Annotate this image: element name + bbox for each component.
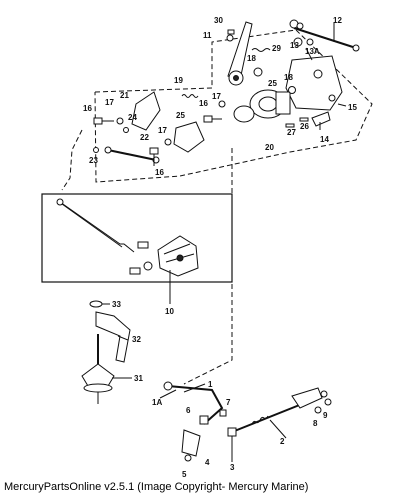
part-17-washer-a — [116, 117, 124, 125]
callout-17a: 17 — [105, 98, 114, 107]
part-30-screw — [227, 29, 235, 35]
part-16-bolt-b — [149, 147, 159, 166]
callout-23: 23 — [89, 156, 98, 165]
arrow-1a-top — [305, 47, 313, 61]
inset-box-part-10 — [41, 193, 233, 283]
part-19-spring — [181, 94, 199, 98]
part-26-pin — [299, 117, 309, 122]
callout-7: 7 — [226, 398, 231, 407]
leader-lines — [102, 22, 347, 462]
part-14-lever — [311, 111, 331, 127]
part-32-bracket — [95, 311, 131, 363]
part-9-washer — [324, 398, 332, 406]
callout-16c: 16 — [199, 99, 208, 108]
part-23-clip — [93, 147, 99, 153]
part-18-washer-b — [288, 86, 296, 94]
callout-29: 29 — [272, 44, 281, 53]
part-29-spring — [251, 48, 271, 52]
part-16-bolt-a — [93, 117, 114, 125]
callout-17b: 17 — [158, 126, 167, 135]
callout-26: 26 — [300, 122, 309, 131]
callout-20: 20 — [265, 143, 274, 152]
callout-16b: 16 — [155, 168, 164, 177]
part-17-washer-c — [218, 100, 226, 108]
part-21-left-lever — [131, 91, 161, 131]
part-15-bracket-plate — [285, 55, 343, 111]
callout-8: 8 — [313, 419, 318, 428]
part-24-washer — [123, 127, 129, 133]
callout-14: 14 — [320, 135, 329, 144]
callout-11: 11 — [203, 31, 212, 40]
arrow-1a-bottom — [159, 389, 177, 399]
callout-33: 33 — [112, 300, 121, 309]
dashed-leader-upper-to-linkage — [183, 148, 233, 385]
part-1-throttle-rod — [163, 381, 224, 425]
callout-15: 15 — [348, 103, 357, 112]
callout-13: 13 — [290, 41, 299, 50]
dashed-leader-upper-to-inset — [61, 129, 83, 191]
callout-18a: 18 — [247, 54, 256, 63]
part-27-pin — [285, 123, 295, 128]
part-31-diaphragm — [81, 334, 115, 404]
callout-21: 21 — [120, 91, 129, 100]
callout-24: 24 — [128, 113, 137, 122]
callout-25b: 25 — [176, 111, 185, 120]
part-5-screw — [184, 454, 192, 462]
part-3-connector — [227, 427, 237, 437]
callout-4: 4 — [205, 458, 210, 467]
part-11-throttle-lever — [226, 21, 253, 86]
image-caption: MercuryPartsOnline v2.5.1 (Image Copyrig… — [4, 481, 309, 493]
callout-16a: 16 — [83, 104, 92, 113]
part-8-nut — [314, 406, 322, 414]
part-18-washer-a — [253, 67, 263, 77]
part-13-washer — [293, 37, 303, 47]
callout-32: 32 — [132, 335, 141, 344]
callout-30: 30 — [214, 16, 223, 25]
callout-18b: 18 — [284, 73, 293, 82]
callout-5: 5 — [182, 470, 187, 479]
part-17-washer-b — [164, 138, 172, 146]
part-20-cam-assembly — [233, 89, 291, 123]
part-7-clip — [219, 409, 227, 417]
part-6-bushing — [199, 415, 209, 425]
callout-27: 27 — [287, 128, 296, 137]
callout-13a: 13A — [305, 47, 320, 56]
part-25-cam-plate — [173, 121, 205, 153]
callout-1a-bottom: 1A — [152, 398, 163, 407]
callout-6: 6 — [186, 406, 191, 415]
callout-9: 9 — [323, 411, 328, 420]
callout-19: 19 — [174, 76, 183, 85]
callout-3: 3 — [230, 463, 235, 472]
callout-10: 10 — [165, 307, 174, 316]
part-16-bolt-c — [203, 115, 222, 123]
callout-17c: 17 — [212, 92, 221, 101]
callout-2: 2 — [280, 437, 285, 446]
callout-22: 22 — [140, 133, 149, 142]
upper-assembly-dashed-outline — [94, 29, 373, 183]
part-13a-pin — [306, 38, 314, 46]
part-2-shaft — [231, 387, 328, 433]
callout-25a: 25 — [268, 79, 277, 88]
callout-1: 1 — [208, 380, 213, 389]
callout-12: 12 — [333, 16, 342, 25]
part-33-cap — [89, 300, 103, 308]
part-10-choke-rod-assembly — [56, 198, 199, 277]
callout-31: 31 — [134, 374, 143, 383]
part-4-bracket — [181, 429, 201, 457]
part-12-link-rod — [289, 19, 360, 52]
